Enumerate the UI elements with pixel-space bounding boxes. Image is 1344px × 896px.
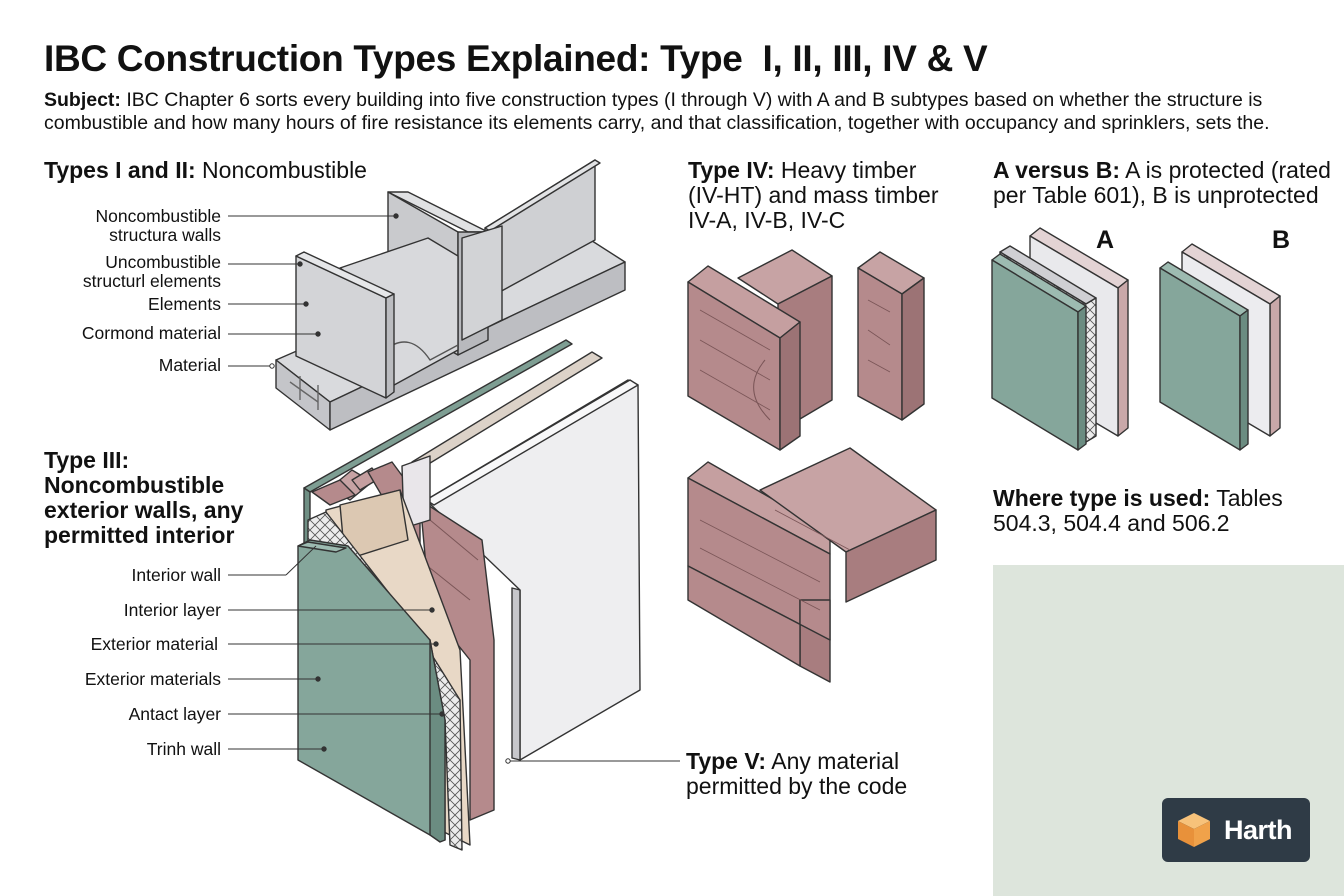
- label-line: Interior layer: [123, 600, 221, 620]
- unprotected-assembly-illustration: [1159, 243, 1281, 451]
- label-line: structurl elements: [82, 271, 221, 291]
- heading-line: Tables: [1210, 485, 1283, 511]
- heading-line: Any material: [766, 748, 900, 774]
- where-used-heading: Where type is used: Tables 504.3, 504.4 …: [993, 486, 1283, 536]
- heading-line: 504.3, 504.4 and 506.2: [993, 510, 1230, 536]
- label-line: Cormond material: [81, 323, 221, 343]
- type-5-bold: Type V:: [686, 748, 767, 774]
- a-versus-b-heading: A versus B: A is protected (rated per Ta…: [993, 158, 1331, 208]
- label-cormond-material: Cormond material: [82, 324, 221, 343]
- heading-line: A is protected (rated: [1119, 157, 1331, 183]
- label-interior-wall: Interior wall: [132, 566, 221, 585]
- label-line: Noncombustible: [95, 206, 221, 226]
- leader-lines: [228, 213, 680, 764]
- label-line: Material: [158, 355, 221, 375]
- heading-line: IV-A, IV-B, IV-C: [688, 207, 846, 233]
- types-1-2-bold: Types I and II:: [44, 157, 196, 183]
- label-line: Antact layer: [128, 704, 221, 724]
- cube-logo-icon: [1178, 813, 1210, 847]
- steel-frame-illustration: [275, 159, 626, 431]
- label-line: Trinh wall: [146, 739, 221, 759]
- heavy-timber-illustration: [687, 249, 937, 683]
- label-trinh-wall: Trinh wall: [147, 740, 221, 759]
- heading-line: Type III:: [44, 447, 130, 473]
- heading-line: (IV-HT) and mass timber: [688, 182, 939, 208]
- type-5-heading: Type V: Any material permitted by the co…: [686, 749, 907, 799]
- label-antact-layer: Antact layer: [129, 705, 221, 724]
- page-title: IBC Construction Types Explained: Type I…: [44, 38, 988, 79]
- subject-label: Subject:: [44, 89, 121, 111]
- protected-assembly-illustration: [991, 227, 1129, 451]
- label-uncombustible-elements: Uncombustible structurl elements: [83, 253, 221, 291]
- assembly-a-letter: A: [1096, 226, 1115, 254]
- wall-layers-illustration: [297, 339, 641, 851]
- label-material: Material: [159, 356, 221, 375]
- label-line: Uncombustible: [105, 252, 221, 272]
- types-1-2-text: Noncombustible: [195, 157, 367, 183]
- label-interior-layer: Interior layer: [124, 601, 221, 620]
- heading-line: Noncombustible: [44, 472, 225, 498]
- heading-line: exterior walls, any: [44, 497, 244, 523]
- label-line: structura walls: [109, 225, 221, 245]
- a-versus-b-bold: A versus B:: [993, 157, 1120, 183]
- label-line: Interior wall: [131, 565, 221, 585]
- types-1-2-heading: Types I and II: Noncombustible: [44, 158, 367, 183]
- heading-line: Heavy timber: [774, 157, 917, 183]
- label-exterior-materials: Exterior materials: [85, 670, 221, 689]
- heading-line: permitted by the code: [686, 773, 908, 799]
- type-3-heading: Type III: Noncombustible exterior walls,…: [44, 448, 243, 548]
- label-elements: Elements: [148, 295, 221, 314]
- heading-line: permitted interior: [44, 522, 235, 548]
- label-line: Exterior material: [90, 634, 218, 654]
- label-noncombustible-walls: Noncombustible structura walls: [96, 207, 221, 245]
- subject-paragraph: Subject: IBC Chapter 6 sorts every build…: [44, 89, 1304, 135]
- assembly-b-letter: B: [1272, 226, 1291, 254]
- subject-text: IBC Chapter 6 sorts every building into …: [44, 89, 1270, 134]
- brand-logo: Harth: [1162, 798, 1310, 862]
- type-4-heading: Type IV: Heavy timber (IV-HT) and mass t…: [688, 158, 939, 233]
- label-line: Elements: [148, 294, 221, 314]
- heading-line: per Table 601), B is unprotected: [993, 182, 1319, 208]
- where-used-bold: Where type is used:: [993, 485, 1211, 511]
- label-exterior-material: Exterior material: [91, 635, 218, 654]
- type-4-bold: Type IV:: [688, 157, 775, 183]
- brand-name: Harth: [1224, 814, 1293, 845]
- label-line: Exterior materials: [84, 669, 221, 689]
